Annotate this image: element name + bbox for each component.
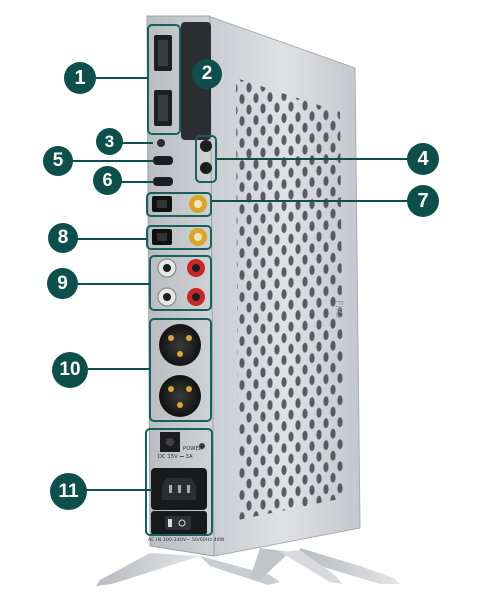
frame-power [145, 428, 213, 536]
callout-badge-3: 3 [96, 128, 123, 155]
brand-logo: FiiO [333, 300, 344, 319]
power-label: POWER [183, 446, 203, 452]
callout-badge-9: 9 [47, 268, 78, 299]
frame-headphone [195, 135, 217, 183]
xlr-port-icon [159, 324, 201, 417]
digital-io [152, 195, 207, 246]
power-switch-icon [151, 511, 207, 535]
leader-7 [212, 200, 409, 202]
rca-outputs [157, 258, 205, 307]
leader-11 [86, 489, 152, 491]
leader-10 [88, 368, 150, 370]
small-jacks [153, 139, 212, 186]
callout-badge-4: 4 [407, 143, 439, 175]
hdmi-port-icon [154, 35, 172, 126]
leader-1 [96, 77, 148, 79]
chassis: FiiO [207, 15, 361, 557]
leader-8 [76, 238, 147, 240]
leader-5 [72, 160, 154, 162]
usb-c-port-icon [153, 156, 173, 165]
dc-jack-icon [160, 432, 205, 452]
leader-6 [121, 181, 154, 183]
frame-rca [149, 255, 212, 311]
frame-digital-2 [146, 225, 212, 250]
dc-rating-label: DC 15V ⎓ 3A [158, 454, 193, 460]
ac-rating-label: AC IN 100-240V~ 50/60Hz 40W [148, 538, 225, 543]
frame-digital-1 [146, 192, 212, 217]
stand [96, 548, 400, 586]
leader-9 [76, 283, 150, 285]
callout-badge-6: 6 [93, 166, 122, 195]
frame-xlr [149, 318, 212, 422]
callout-badge-5: 5 [43, 146, 73, 176]
callout-badge-10: 10 [52, 352, 88, 388]
frame-hdmi [147, 24, 181, 135]
leader-3 [121, 142, 153, 144]
leader-4 [217, 158, 409, 160]
iec-power-inlet-icon [151, 468, 207, 510]
callout-badge-1: 1 [64, 62, 96, 94]
callout-badge-8: 8 [48, 223, 78, 253]
callout-badge-7: 7 [407, 185, 439, 217]
callout-badge-2: 2 [192, 59, 222, 89]
callout-badge-11: 11 [50, 473, 87, 510]
